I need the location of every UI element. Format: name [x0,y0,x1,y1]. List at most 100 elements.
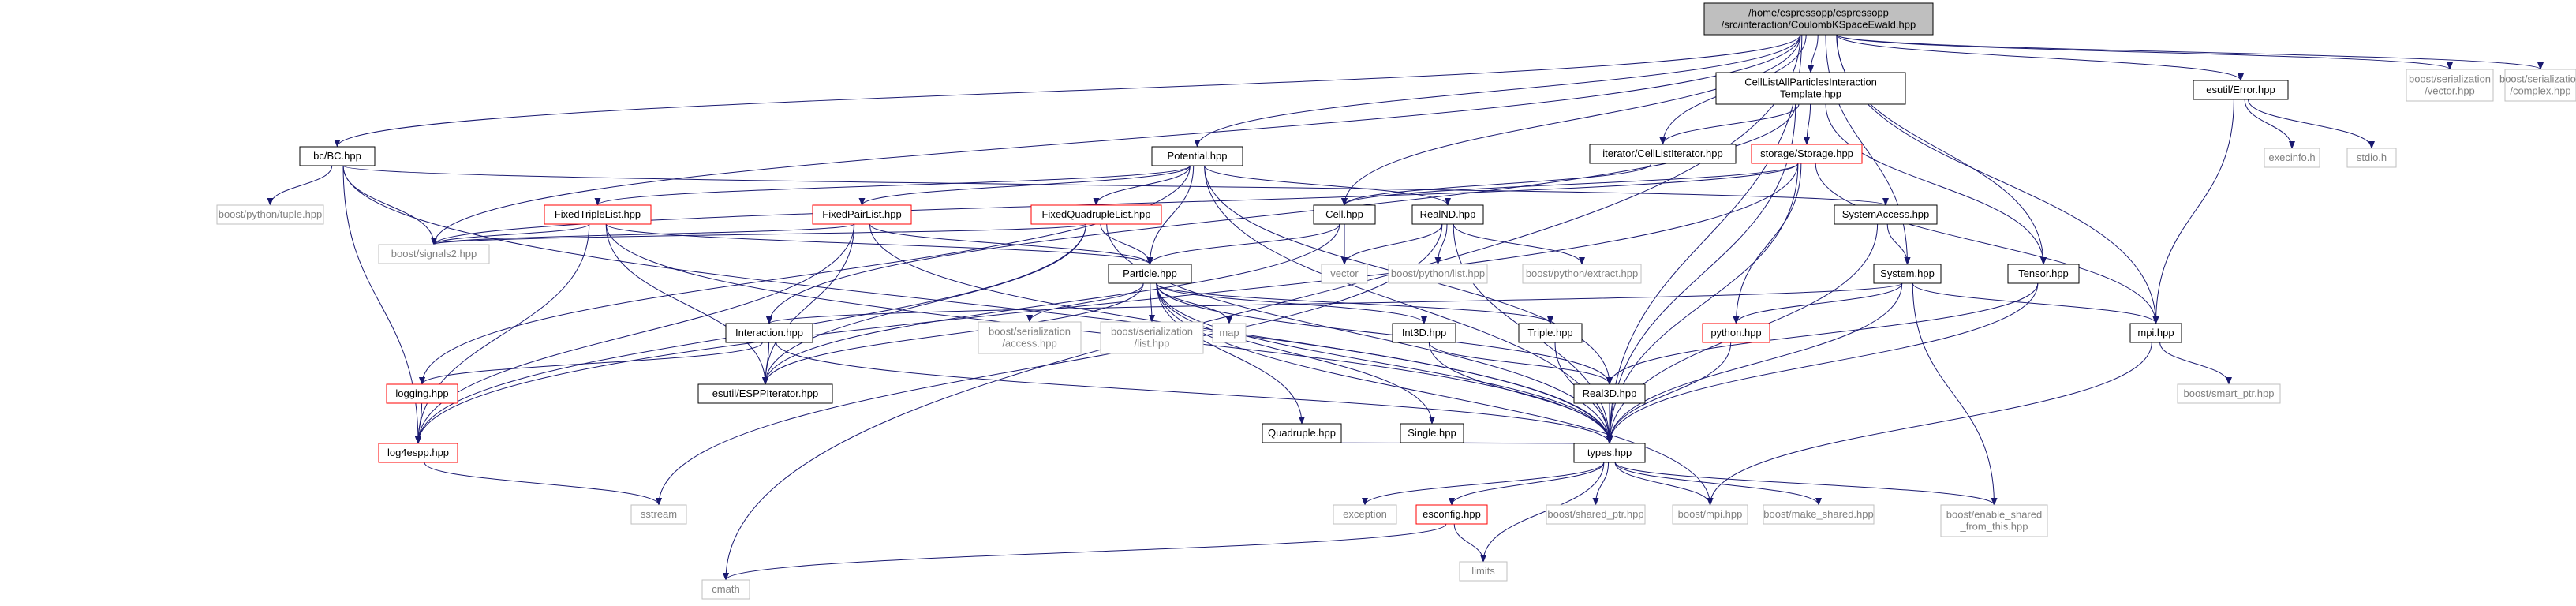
edge-realnd-to-vector [1341,223,1443,265]
node-execinfo: execinfo.h [2264,148,2320,168]
edge-root-to-types [1606,34,1803,444]
edge-realnd-to-bpylist [1434,223,1448,265]
node-potential[interactable]: Potential.hpp [1151,146,1243,166]
node-fixedquad[interactable]: FixedQuadrupleList.hpp [1030,204,1162,225]
node-label-bvector: /vector.hpp [2425,85,2475,97]
node-bmpi: boost/mpi.hpp [1672,504,1748,525]
node-box-cmath [701,579,750,600]
node-label-types: types.hpp [1587,447,1632,458]
node-fixedpair[interactable]: FixedPairList.hpp [812,204,912,225]
node-single[interactable]: Single.hpp [1400,423,1464,443]
node-label-sysaccess: SystemAccess.hpp [1842,208,1930,220]
edge-cell-to-particle [1146,223,1340,265]
node-storage[interactable]: storage/Storage.hpp [1751,144,1863,164]
node-esconfig[interactable]: esconfig.hpp [1415,504,1488,525]
node-cell[interactable]: Cell.hpp [1313,204,1376,225]
node-label-benable: _from_this.hpp [1960,521,2028,533]
edge-esconfig-to-cmath [723,523,1447,581]
edge-cell-to-espp [762,223,1340,385]
edge-logging-to-log4espp [415,402,423,444]
edge-celliter-to-cell [1341,163,1652,206]
edge-storage-to-log4espp [415,163,1799,444]
node-fixedtriple[interactable]: FixedTripleList.hpp [544,204,652,225]
node-box-stdio [2346,148,2397,168]
node-label-cellall: CellListAllParticlesInteraction [1744,77,1877,88]
node-bmake: boost/make_shared.hpp [1763,504,1875,525]
node-python[interactable]: python.hpp [1702,323,1770,343]
node-bc[interactable]: bc/BC.hpp [299,146,376,166]
node-label-bshared: boost/shared_ptr.hpp [1547,508,1643,520]
node-int3d[interactable]: Int3D.hpp [1392,323,1456,343]
edge-root-to-signals2 [431,34,1801,245]
node-label-cell: Cell.hpp [1325,208,1363,220]
node-quadruple[interactable]: Quadruple.hpp [1262,423,1342,443]
edge-fixedquad-to-espp [762,223,1086,385]
node-tensor[interactable]: Tensor.hpp [2007,264,2080,284]
edge-cellall-to-tensor [1825,103,2047,265]
edge-particle-to-single [1156,282,1435,425]
edge-storage-to-mpi [1815,163,2159,324]
node-box-cell [1313,204,1376,225]
node-box-root [1703,2,1934,36]
node-cellall[interactable]: CellListAllParticlesInteractionTemplate.… [1715,72,1906,105]
edge-log4espp-to-sstream [424,462,662,506]
edge-storage-to-python [1733,163,1802,324]
node-box-sysaccess [1834,204,1938,225]
edge-fixedquad-to-signals2 [431,223,1086,245]
node-label-fixedquad: FixedQuadrupleList.hpp [1041,208,1150,220]
node-label-error: esutil/Error.hpp [2206,84,2275,95]
edge-particle-to-int3d [1156,282,1427,324]
node-box-map [1212,323,1247,343]
edge-root-to-bc [334,34,1801,148]
node-label-particle: Particle.hpp [1123,267,1177,279]
node-box-esconfig [1415,504,1488,525]
node-label-bc: bc/BC.hpp [313,150,361,162]
edge-fixedtriple-to-particle [605,223,1153,265]
node-box-particle [1108,264,1192,284]
node-error[interactable]: esutil/Error.hpp [2193,80,2289,100]
node-label-logging: logging.hpp [395,387,448,399]
edge-system-to-python [1733,282,1903,324]
node-triple[interactable]: Triple.hpp [1518,323,1583,343]
node-label-bpytuple: boost/python/tuple.hpp [219,208,323,220]
node-interaction[interactable]: Interaction.hpp [725,323,813,343]
node-log4espp[interactable]: log4espp.hpp [378,443,458,463]
node-label-cmath: cmath [712,583,739,595]
edge-system-to-benable [1912,282,1998,506]
node-types[interactable]: types.hpp [1573,443,1646,463]
node-mpi[interactable]: mpi.hpp [2129,323,2182,343]
node-label-int3d: Int3D.hpp [1402,327,1446,339]
edge-particle-to-real3d [1156,282,1613,385]
node-bsmart: boost/smart_ptr.hpp [2177,383,2281,404]
node-label-bslist: /list.hpp [1135,338,1170,350]
node-realnd[interactable]: RealND.hpp [1411,204,1484,225]
node-label-single: Single.hpp [1408,427,1456,439]
node-sysaccess[interactable]: SystemAccess.hpp [1834,204,1938,225]
node-espp[interactable]: esutil/ESPPIterator.hpp [697,383,833,404]
node-celliter[interactable]: iterator/CellListIterator.hpp [1589,144,1737,164]
node-box-bc [299,146,376,166]
edge-mpi-to-bmpi [1707,342,2152,506]
edge-particle-to-bslist [1148,282,1155,323]
edge-system-to-mpi [1912,282,2159,324]
edge-sysaccess-to-system [1886,223,1911,265]
node-particle[interactable]: Particle.hpp [1108,264,1192,284]
node-label-real3d: Real3D.hpp [1583,387,1637,399]
edge-int3d-to-real3d [1428,342,1613,385]
node-label-signals2: boost/signals2.hpp [391,248,477,260]
edge-fixedtriple-to-signals2 [431,223,590,245]
node-system[interactable]: System.hpp [1873,264,1942,284]
node-signals2: boost/signals2.hpp [378,244,490,264]
node-map: map [1212,323,1247,343]
node-root[interactable]: /home/espressopp/espressopp/src/interact… [1703,2,1934,36]
node-label-bmake: boost/make_shared.hpp [1763,508,1873,520]
edge-potential-to-fixedtriple [594,165,1191,206]
node-label-bpyextract: boost/python/extract.hpp [1526,267,1638,279]
node-real3d[interactable]: Real3D.hpp [1573,383,1646,404]
node-box-celliter [1589,144,1737,164]
edge-interaction-to-logging [419,342,763,385]
node-box-bshared [1546,504,1646,525]
edge-realnd-to-bpyextract [1453,223,1585,265]
node-logging[interactable]: logging.hpp [386,383,458,404]
